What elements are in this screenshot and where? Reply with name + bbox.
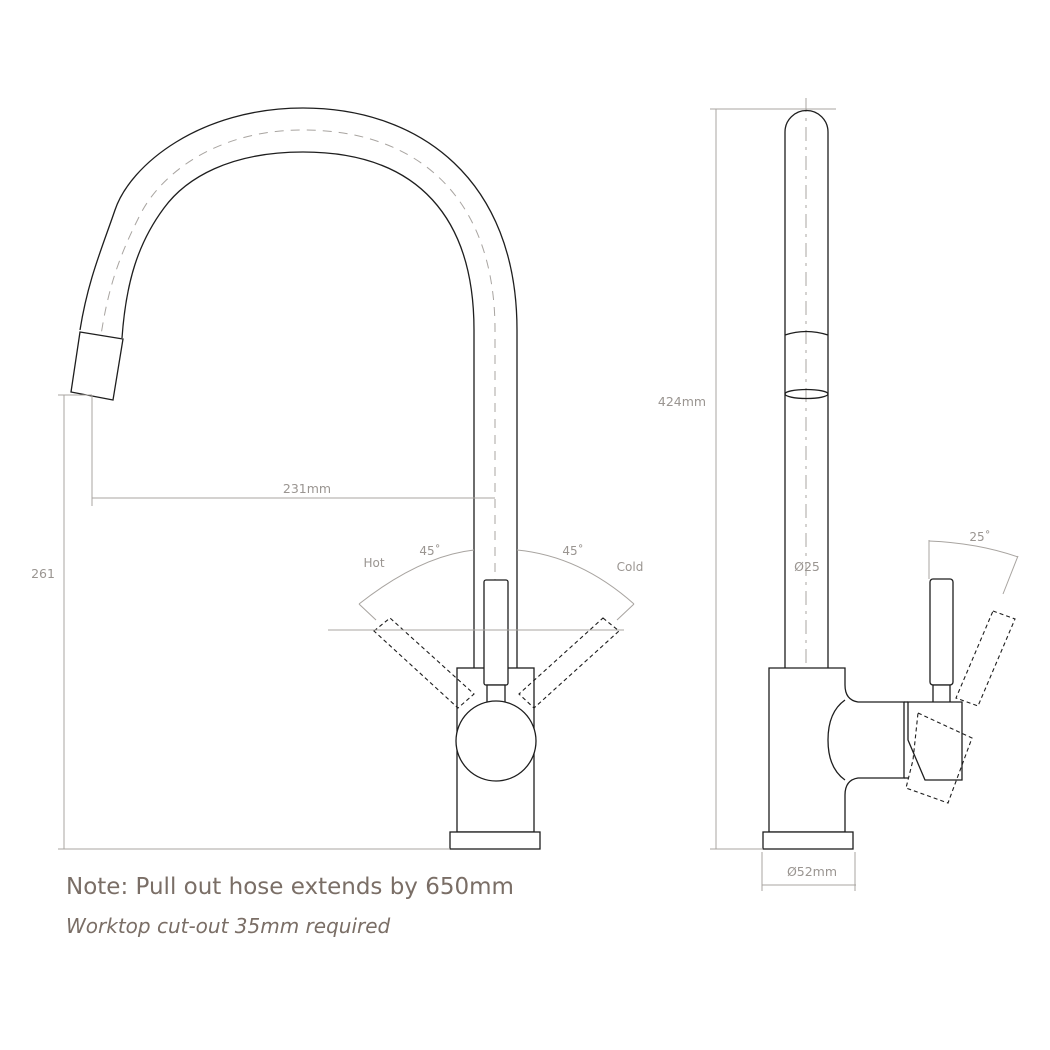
tap-body-side (768, 667, 905, 833)
body-side-hub (827, 699, 846, 781)
spray-head (70, 331, 124, 401)
hot-angle-label: 45˚ (419, 543, 440, 558)
hose-note: Note: Pull out hose extends by 650mm (66, 874, 514, 900)
lever-stem-side (932, 684, 951, 704)
lever-cold-position (518, 617, 620, 709)
side-angle-arc (928, 540, 1019, 558)
side-angle-label: 25˚ (969, 529, 990, 544)
front-view (70, 107, 620, 850)
cartridge-circle (455, 700, 537, 782)
lever-hot-position (373, 617, 475, 709)
spout-collar-bottom (784, 388, 829, 400)
cold-angle-arc (516, 549, 635, 605)
lever-side-rotated (905, 610, 1016, 804)
side-height-label: 424mm (658, 394, 706, 409)
spout-inner-outline (121, 151, 475, 668)
reach-label: 231mm (283, 481, 331, 496)
cold-angle-label: 45˚ (562, 543, 583, 558)
base-diameter-label: Ø52mm (787, 864, 837, 879)
lever-handle-front (483, 579, 509, 686)
front-dimensions (58, 394, 635, 850)
side-dimensions (710, 108, 1019, 891)
lever-handle-side (929, 578, 954, 686)
spout-diameter-label: Ø25 (794, 559, 820, 574)
spout-column-side (784, 109, 829, 668)
cold-label: Cold (617, 560, 644, 574)
spout-outer-outline (79, 107, 518, 668)
cutout-note: Worktop cut-out 35mm required (66, 914, 391, 938)
hot-angle-arc (358, 549, 475, 605)
base-plate-side (762, 831, 854, 850)
height-front-label: 261 (31, 566, 55, 581)
spout-collar-top (784, 330, 829, 336)
side-view (762, 98, 1016, 850)
lever-stem-front (486, 684, 506, 704)
hose-centerline (100, 129, 496, 668)
lever-base-side (907, 701, 963, 781)
hot-label: Hot (363, 556, 384, 570)
base-plate-front (449, 831, 541, 850)
